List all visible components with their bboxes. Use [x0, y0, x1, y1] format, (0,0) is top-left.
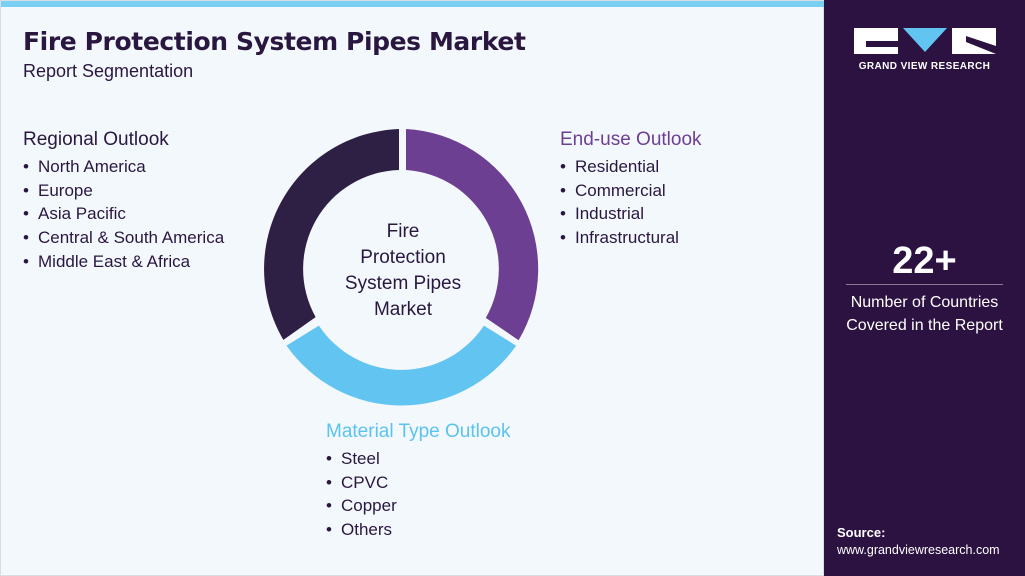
list-item-label: Industrial: [575, 204, 644, 224]
list-item: •Infrastructural: [560, 228, 679, 248]
list-item: •Industrial: [560, 204, 644, 224]
end-use-outlook-heading: End-use Outlook: [560, 129, 702, 150]
list-item-label: Middle East & Africa: [38, 251, 191, 271]
source-label: Source:: [837, 525, 886, 540]
donut-segment-end-use: [406, 129, 539, 341]
infographic-panel: Fire Protection System Pipes Market Repo…: [0, 0, 825, 576]
list-item: •Central & South America: [23, 228, 225, 248]
list-item-label: Steel: [341, 449, 380, 468]
gvr-logo-icon: [854, 28, 996, 54]
list-item: •Europe: [23, 180, 93, 200]
material-type-outlook-heading: Material Type Outlook: [326, 421, 511, 442]
list-item: •Commercial: [560, 180, 666, 200]
stat-label-line: Covered in the Report: [846, 317, 1003, 334]
center-label-line: Fire: [386, 221, 420, 242]
top-accent-bar: [1, 1, 825, 7]
list-item: •Copper: [326, 496, 397, 516]
list-item-label: Central & South America: [38, 228, 225, 248]
list-item: •Middle East & Africa: [23, 251, 191, 271]
regional-outlook-section: Regional Outlook •North America •Europe …: [23, 129, 224, 273]
list-item-label: Infrastructural: [575, 228, 679, 248]
list-item: •CPVC: [326, 472, 389, 492]
list-item-label: Residential: [575, 157, 660, 176]
segmentation-donut: [264, 129, 539, 406]
page-subtitle: Report Segmentation: [23, 61, 194, 81]
countries-stat-value: 22+: [892, 240, 957, 282]
regional-outlook-heading: Regional Outlook: [23, 129, 169, 150]
list-item-label: Others: [341, 520, 393, 540]
list-item-label: Commercial: [575, 180, 666, 200]
center-label-line: Market: [373, 299, 433, 320]
list-item: •North America: [23, 157, 146, 176]
brand-name: GRAND VIEW RESEARCH: [858, 61, 991, 72]
end-use-outlook-section: End-use Outlook •Residential •Commercial…: [560, 129, 702, 250]
regional-outlook-list: •North America •Europe •Asia Pacific •Ce…: [23, 155, 224, 273]
list-item-label: Asia Pacific: [38, 204, 126, 224]
center-label-line: Protection: [360, 247, 446, 268]
list-item: •Others: [326, 520, 393, 540]
sidebar: GRAND VIEW RESEARCH 22+ Number of Countr…: [824, 0, 1025, 576]
list-item: •Steel: [326, 449, 380, 468]
donut-segment-regional: [264, 129, 399, 340]
material-type-outlook-list: •Steel •CPVC •Copper •Others: [326, 447, 510, 542]
list-item-label: CPVC: [341, 472, 389, 492]
page-title: Fire Protection System Pipes Market: [23, 27, 526, 56]
material-type-outlook-section: Material Type Outlook •Steel •CPVC •Copp…: [326, 421, 510, 542]
list-item: •Residential: [560, 157, 660, 176]
list-item: •Asia Pacific: [23, 204, 126, 224]
source-url: www.grandviewresearch.com: [837, 543, 1000, 557]
center-label-line: System Pipes: [344, 273, 462, 294]
stat-label-line: Number of Countries: [850, 294, 999, 311]
list-item-label: North America: [38, 157, 146, 176]
stat-divider: [846, 284, 1003, 285]
donut-center-label: Fire Protection System Pipes Market: [323, 219, 483, 323]
list-item-label: Copper: [341, 496, 397, 516]
end-use-outlook-list: •Residential •Commercial •Industrial •In…: [560, 155, 702, 250]
countries-stat-label: Number of Countries Covered in the Repor…: [824, 291, 1025, 337]
list-item-label: Europe: [38, 180, 93, 200]
donut-segment-material: [286, 325, 517, 406]
